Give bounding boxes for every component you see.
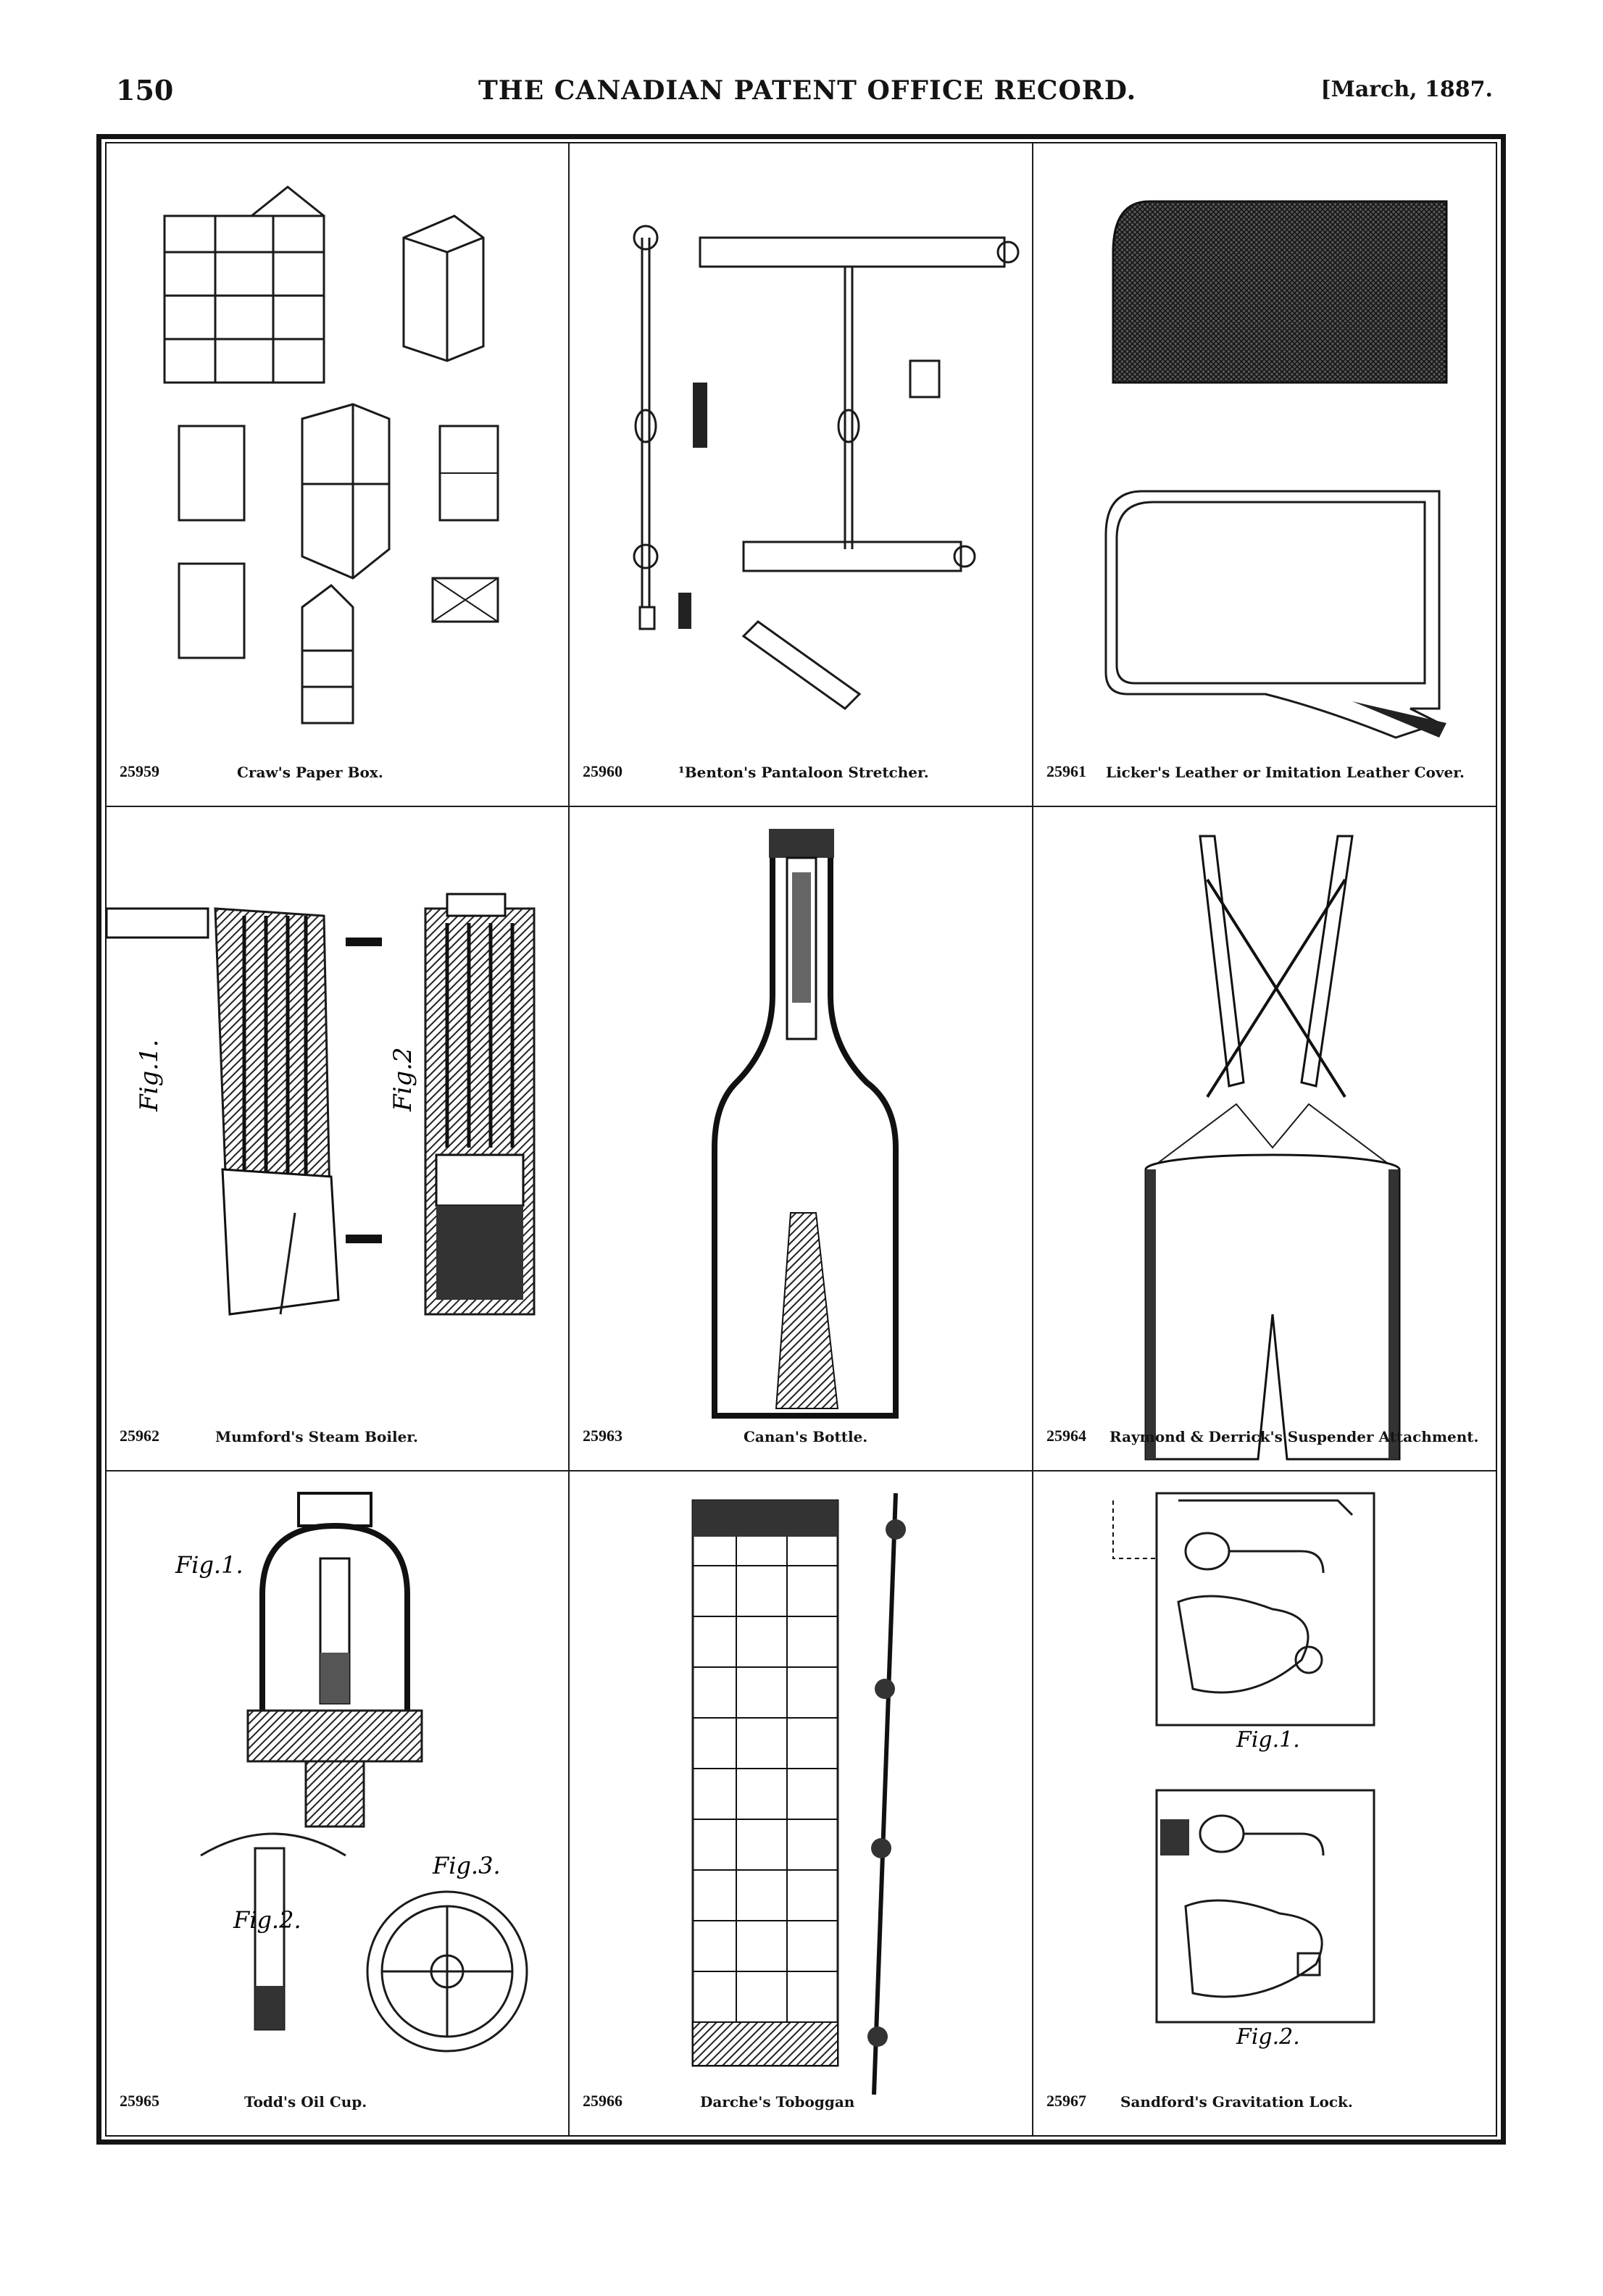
figure-label: Fig.3. [432, 1852, 501, 1879]
patent-number: 25965 [120, 2092, 159, 2110]
patent-caption: 25966 Darche's Toboggan [577, 2092, 1028, 2116]
bottle-drawing [712, 829, 899, 1419]
patent-number: 25961 [1046, 762, 1086, 780]
patent-number: 25967 [1046, 2092, 1086, 2110]
patent-caption: 25965 Todd's Oil Cup. [114, 2092, 564, 2116]
patent-title: Mumford's Steam Boiler. [215, 1428, 418, 1445]
inner-frame [105, 142, 1497, 2137]
patent-number: 25966 [583, 2092, 623, 2110]
patent-caption: 25960 ¹Benton's Pantaloon Stretcher. [577, 762, 1028, 787]
patent-caption: 25961 Licker's Leather or Imitation Leat… [1041, 762, 1491, 787]
patent-cell-25960: 25960 ¹Benton's Pantaloon Stretcher. [570, 143, 1033, 807]
toboggan-drawing [691, 1493, 906, 2095]
patent-number: 25962 [120, 1427, 159, 1445]
patent-cell-25965: Fig.1. Fig.2. Fig.3. 25965 Todd's Oil Cu… [107, 1471, 570, 2135]
patent-number: 25964 [1046, 1427, 1086, 1445]
lock-drawing: Fig.1. Fig.2. [1112, 1492, 1375, 2050]
page-number: 150 [116, 74, 174, 107]
figure-label: Fig.1. [175, 1551, 243, 1579]
patent-number: 25959 [120, 762, 159, 780]
patent-cell-25961: 25961 Licker's Leather or Imitation Leat… [1033, 143, 1496, 807]
patent-grid: 25959 Craw's Paper Box. 25960 ¹Bento [107, 143, 1496, 2135]
leather-cover-drawing [1104, 200, 1448, 739]
page-header: 150 THE CANADIAN PATENT OFFICE RECORD. [… [116, 74, 1493, 125]
suspender-drawing [1144, 835, 1401, 1461]
patent-cell-25959: 25959 Craw's Paper Box. [107, 143, 570, 807]
figure-label: Fig.2. [1236, 2024, 1300, 2050]
patent-title: Todd's Oil Cup. [244, 2093, 367, 2111]
patent-cell-25962: Fig.1. Fig.2 25962 Mumford's Steam Boile… [107, 807, 570, 1471]
patent-caption: 25967 Sandford's Gravitation Lock. [1041, 2092, 1491, 2116]
steam-boiler-drawing: Fig.1. Fig.2 [107, 893, 536, 1316]
journal-title: THE CANADIAN PATENT OFFICE RECORD. [478, 75, 1137, 106]
patent-cell-25963: 25963 Canan's Bottle. [570, 807, 1033, 1471]
patent-title: ¹Benton's Pantaloon Stretcher. [678, 764, 929, 781]
figure-label: Fig.2 [388, 1047, 417, 1112]
oil-cup-drawing: Fig.1. Fig.2. Fig.3. [175, 1492, 528, 2053]
patent-number: 25960 [583, 762, 623, 780]
patent-number: 25963 [583, 1427, 623, 1445]
issue-date: [March, 1887. [1320, 77, 1493, 102]
patent-title: Craw's Paper Box. [237, 764, 383, 781]
patent-caption: 25959 Craw's Paper Box. [114, 762, 564, 787]
patent-caption: 25963 Canan's Bottle. [577, 1427, 1028, 1451]
figure-label: Fig.1. [1236, 1727, 1300, 1753]
patent-caption: 25964 Raymond & Derrick's Suspender Atta… [1041, 1427, 1491, 1451]
pantaloon-stretcher-drawing [633, 225, 1020, 710]
paper-box-drawing [163, 185, 499, 725]
patent-title: Darche's Toboggan [700, 2093, 855, 2111]
patent-title: Licker's Leather or Imitation Leather Co… [1106, 764, 1465, 781]
patent-cell-25967: Fig.1. Fig.2. 25967 Sandford's Gravitati… [1033, 1471, 1496, 2135]
patent-title: Sandford's Gravitation Lock. [1120, 2093, 1353, 2111]
patent-caption: 25962 Mumford's Steam Boiler. [114, 1427, 564, 1451]
patent-cell-25964: 25964 Raymond & Derrick's Suspender Atta… [1033, 807, 1496, 1471]
figure-label: Fig.1. [135, 1040, 164, 1112]
patent-title: Canan's Bottle. [744, 1428, 868, 1445]
outer-frame [96, 134, 1506, 2145]
patent-title: Raymond & Derrick's Suspender Attachment… [1109, 1428, 1479, 1445]
patent-cell-25966: 25966 Darche's Toboggan [570, 1471, 1033, 2135]
figure-label: Fig.2. [233, 1906, 301, 1934]
